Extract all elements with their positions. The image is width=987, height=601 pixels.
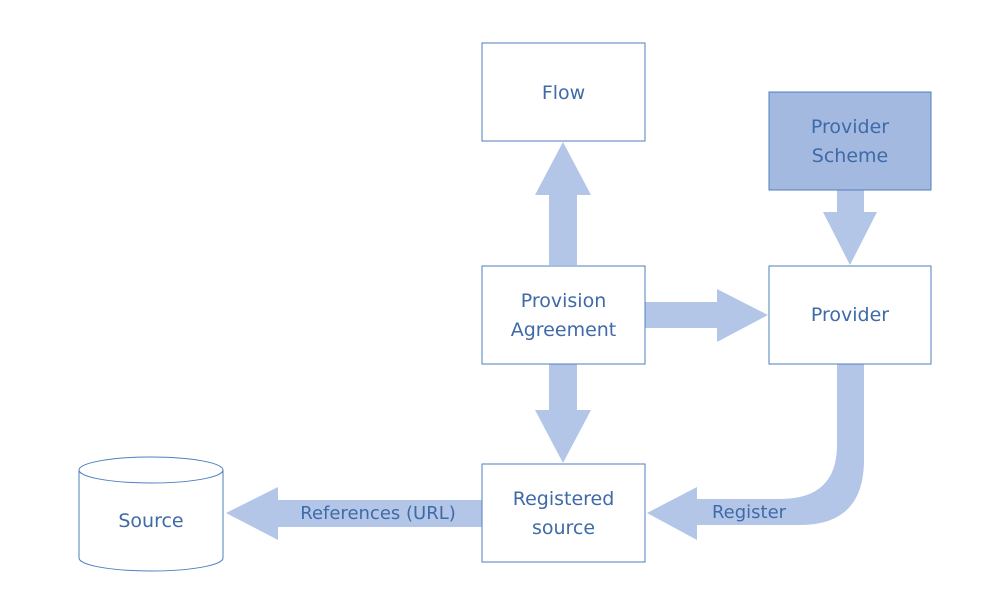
node-source-label: Source <box>118 510 183 532</box>
arrow-agreement-flow <box>535 142 591 265</box>
node-registered-source-box <box>481 463 646 563</box>
node-flow: Flow <box>481 42 646 142</box>
node-registered-source-label-line1: Registered <box>513 488 615 510</box>
arrow-references <box>226 487 482 540</box>
node-flow-label: Flow <box>542 82 585 104</box>
node-provider-label: Provider <box>811 304 889 326</box>
node-provision-agreement: Provision Agreement <box>481 265 646 365</box>
node-registered-source: Registered source <box>481 463 646 563</box>
node-provider-scheme-label-line1: Provider <box>811 116 889 138</box>
node-source-cylinder-top <box>78 456 224 484</box>
node-provider: Provider <box>768 265 932 365</box>
edge-register-label: Register <box>712 502 787 523</box>
node-provider-scheme-label-line2: Scheme <box>812 145 888 167</box>
node-provision-agreement-label-line1: Provision <box>521 290 607 312</box>
node-provision-agreement-box <box>481 265 646 365</box>
arrow-register <box>647 364 864 540</box>
node-source: Source <box>78 456 224 572</box>
node-provider-scheme: Provider Scheme <box>768 91 932 191</box>
node-provision-agreement-label-line2: Agreement <box>511 319 617 341</box>
node-provider-box <box>768 265 932 365</box>
edge-references-label: References (URL) <box>300 503 456 524</box>
arrow-agreement-registered-source <box>535 364 591 463</box>
arrow-agreement-provider <box>645 289 768 342</box>
node-source-cylinder-body <box>78 470 224 572</box>
node-flow-box <box>481 42 646 142</box>
node-provider-scheme-box <box>768 91 932 191</box>
arrow-scheme-provider <box>823 190 877 265</box>
node-registered-source-label-line2: source <box>532 517 595 539</box>
